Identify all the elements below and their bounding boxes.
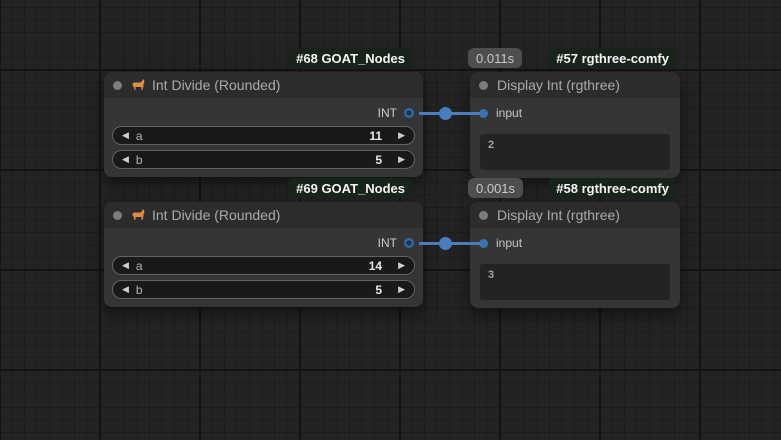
node-id-badge-57: #57 rgthree-comfy — [548, 48, 677, 68]
widget-a[interactable]: ◀ a 14 ▶ — [112, 256, 415, 275]
decrement-arrow-icon[interactable]: ◀ — [122, 284, 129, 294]
collapse-dot-icon[interactable] — [479, 80, 488, 90]
output-slot-int[interactable] — [404, 108, 414, 118]
increment-arrow-icon[interactable]: ▶ — [398, 130, 405, 140]
input-row: input — [470, 234, 680, 252]
increment-arrow-icon[interactable]: ▶ — [398, 260, 405, 270]
widget-label: a — [135, 128, 143, 143]
goat-icon — [131, 79, 145, 91]
widget-label: b — [135, 282, 143, 297]
node-id-badge-68: #68 GOAT_Nodes — [288, 48, 413, 68]
widget-label: b — [135, 152, 143, 167]
node-display-int-58[interactable]: Display Int (rgthree) input 3 — [470, 202, 680, 308]
widget-value[interactable]: 14 — [368, 258, 383, 273]
exec-time-badge-58: 0.001s — [468, 178, 524, 198]
collapse-dot-icon[interactable] — [479, 210, 488, 220]
input-row: input — [470, 104, 680, 122]
goat-icon — [131, 209, 145, 221]
display-value-box: 2 — [480, 134, 670, 170]
node-title: Display Int (rgthree) — [497, 207, 620, 223]
input-label: input — [496, 236, 523, 250]
output-row: INT — [104, 234, 423, 252]
node-title-bar[interactable]: Display Int (rgthree) — [470, 72, 680, 98]
input-label: input — [496, 106, 523, 120]
widget-value[interactable]: 11 — [369, 128, 383, 143]
node-id-badge-58: #58 rgthree-comfy — [548, 178, 677, 198]
node-display-int-57[interactable]: Display Int (rgthree) input 2 — [470, 72, 680, 178]
node-title-bar[interactable]: Display Int (rgthree) — [470, 202, 680, 228]
output-row: INT — [104, 104, 423, 122]
input-slot-int[interactable] — [479, 108, 488, 118]
node-title: Display Int (rgthree) — [497, 77, 620, 93]
node-title: Int Divide (Rounded) — [152, 77, 281, 93]
decrement-arrow-icon[interactable]: ◀ — [122, 260, 129, 270]
node-title-bar[interactable]: Int Divide (Rounded) — [104, 72, 423, 98]
collapse-dot-icon[interactable] — [113, 80, 122, 90]
widget-value[interactable]: 5 — [375, 282, 383, 297]
widget-label: a — [135, 258, 143, 273]
decrement-arrow-icon[interactable]: ◀ — [122, 154, 129, 164]
increment-arrow-icon[interactable]: ▶ — [398, 154, 405, 164]
collapse-dot-icon[interactable] — [113, 210, 122, 220]
node-int-divide-68[interactable]: Int Divide (Rounded) INT ◀ a 11 ▶ ◀ b 5 … — [104, 72, 423, 177]
output-label: INT — [377, 236, 397, 250]
output-label: INT — [377, 106, 397, 120]
widget-b[interactable]: ◀ b 5 ▶ — [112, 280, 415, 299]
display-value-box: 3 — [480, 264, 670, 300]
link-midpoint-dot[interactable] — [439, 107, 452, 120]
output-slot-int[interactable] — [404, 238, 414, 248]
increment-arrow-icon[interactable]: ▶ — [398, 284, 405, 294]
widget-b[interactable]: ◀ b 5 ▶ — [112, 150, 415, 169]
widget-a[interactable]: ◀ a 11 ▶ — [112, 126, 415, 145]
decrement-arrow-icon[interactable]: ◀ — [122, 130, 129, 140]
input-slot-int[interactable] — [479, 238, 488, 248]
link-midpoint-dot[interactable] — [439, 237, 452, 250]
exec-time-badge-57: 0.011s — [468, 48, 523, 68]
widget-value[interactable]: 5 — [375, 152, 383, 167]
node-title: Int Divide (Rounded) — [152, 207, 281, 223]
node-int-divide-69[interactable]: Int Divide (Rounded) INT ◀ a 14 ▶ ◀ b 5 … — [104, 202, 423, 307]
node-title-bar[interactable]: Int Divide (Rounded) — [104, 202, 423, 228]
node-id-badge-69: #69 GOAT_Nodes — [288, 178, 413, 198]
